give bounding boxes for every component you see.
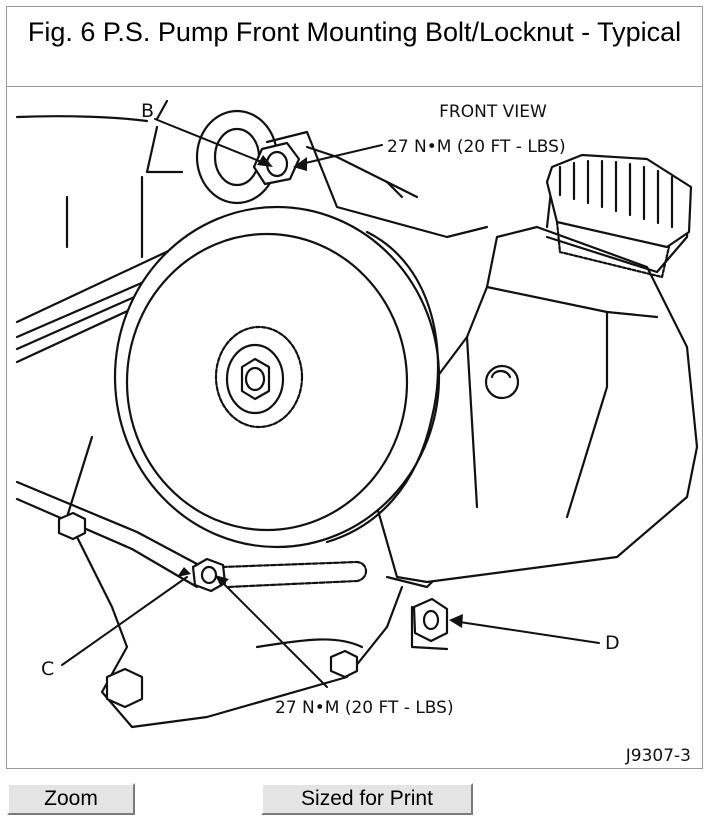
callout-d-label: D (605, 632, 620, 654)
bolt-d (412, 597, 449, 643)
torque-bottom-label: 27 N•M (20 FT - LBS) (275, 698, 454, 718)
pump-diagram-svg: FRONT VIEW B 27 N•M (20 FT - LBS) C D 27… (15, 99, 699, 766)
drive-belt (15, 245, 214, 589)
slotted-adjuster (220, 560, 368, 589)
bolt-c (191, 557, 227, 593)
sized-for-print-button[interactable]: Sized for Print (261, 783, 473, 815)
leader-lines (61, 118, 600, 688)
figure-id-label: J9307-3 (625, 746, 691, 766)
arrowheads (177, 155, 463, 628)
bolt-b (252, 141, 301, 186)
reservoir (375, 165, 699, 584)
pump-diagram: FRONT VIEW B 27 N•M (20 FT - LBS) C D 27… (7, 87, 702, 768)
callout-c-label: C (41, 658, 54, 680)
callout-b-label: B (141, 100, 154, 122)
zoom-button[interactable]: Zoom (7, 783, 135, 815)
bolt-upper-left (57, 511, 87, 541)
bolt-lower-left (105, 667, 144, 709)
pump-pulley (113, 205, 441, 549)
figure-caption: Fig. 6 P.S. Pump Front Mounting Bolt/Loc… (7, 7, 702, 87)
engine-block (15, 99, 184, 259)
reservoir-cap (545, 153, 693, 279)
torque-top-label: 27 N•M (20 FT - LBS) (387, 137, 566, 157)
bolt-lower-mid (329, 649, 359, 679)
figure-frame: Fig. 6 P.S. Pump Front Mounting Bolt/Loc… (6, 6, 703, 769)
front-view-label: FRONT VIEW (439, 102, 547, 122)
